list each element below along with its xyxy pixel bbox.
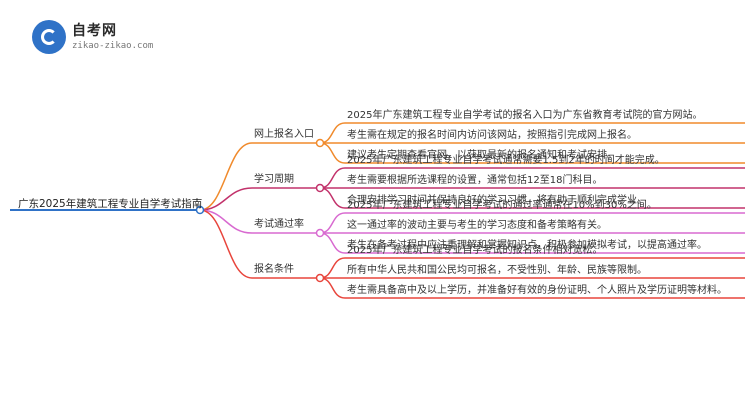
leaf-label: 这一通过率的波动主要与考生的学习态度和备考策略有关。 (347, 220, 607, 231)
branch-connector (199, 187, 320, 211)
branch-connector (199, 142, 320, 211)
leaf-label: 考生需具备高中及以上学历，并准备好有效的身份证明、个人照片及学历证明等材料。 (347, 285, 727, 296)
logo-icon (32, 20, 66, 54)
leaf-label: 2025年广东建筑工程专业自学考试的报名条件相对宽松。 (347, 245, 603, 256)
brand-domain: zikao-zikao.com (72, 40, 154, 51)
leaf-label: 合理安排学习时间并保持良好的学习习惯，将有助于顺利完成学业。 (347, 195, 647, 206)
branch-label: 报名条件 (254, 264, 294, 275)
leaf-label: 2025年广东建筑工程专业自学考试的报名入口为广东省教育考试院的官方网站。 (347, 110, 703, 121)
branch-connector (199, 209, 320, 279)
brand-name: 自考网 (72, 22, 117, 39)
branch-label: 学习周期 (254, 174, 294, 185)
site-logo[interactable]: 自考网 zikao-zikao.com (32, 20, 153, 54)
branch-label: 网上报名入口 (254, 129, 314, 140)
branch-connector (199, 209, 320, 234)
leaf-label: 2025年广东建筑工程专业自学考试通常需要1.5到2年的时间才能完成。 (347, 155, 665, 166)
branch-toggle-node[interactable] (315, 273, 325, 283)
leaf-label: 所有中华人民共和国公民均可报名，不受性别、年龄、民族等限制。 (347, 265, 647, 276)
root-toggle-node[interactable] (195, 205, 205, 215)
leaf-label: 建议考生定期查看官网，以获取最新的报名通知和考试安排。 (347, 150, 617, 161)
branch-toggle-node[interactable] (315, 183, 325, 193)
leaf-label: 考生在备考过程中应注重理解和掌握知识点，积极参加模拟考试，以提高通过率。 (347, 240, 707, 251)
leaf-label: 2025年广东建筑工程专业自学考试的通过率通常在10%到30%之间。 (347, 200, 657, 211)
root-topic: 广东2025年建筑工程专业自学考试指南 (18, 198, 203, 210)
leaf-label: 考生需要根据所选课程的设置，通常包括12至18门科目。 (347, 175, 603, 186)
branch-toggle-node[interactable] (315, 228, 325, 238)
branch-label: 考试通过率 (254, 219, 304, 230)
branch-toggle-node[interactable] (315, 138, 325, 148)
leaf-label: 考生需在规定的报名时间内访问该网站，按照指引完成网上报名。 (347, 130, 637, 141)
